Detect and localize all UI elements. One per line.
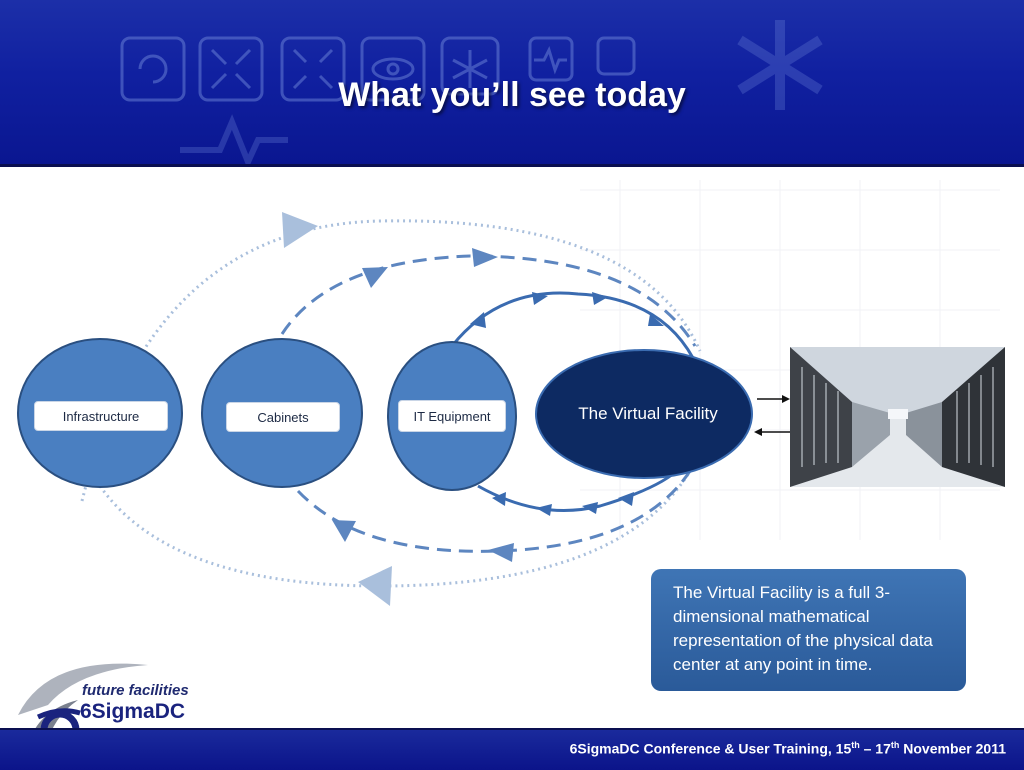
expand-icon [280, 36, 346, 102]
inner-arrow-4 [648, 314, 664, 326]
inner-loop-bottom [477, 466, 682, 512]
logo-brand: 6SigmaDC [80, 700, 186, 723]
middle-loop-top [280, 254, 697, 347]
logo-tagline: future facilities [82, 682, 189, 699]
refresh-icon [120, 36, 186, 102]
header-icons-decoration [120, 20, 823, 166]
eye-icon [360, 36, 426, 102]
thermo-icon [596, 36, 636, 76]
data-center-photo [790, 347, 1005, 487]
footer-text-prefix: 6SigmaDC Conference & User Training, 15 [569, 740, 852, 757]
snowflake-icon [440, 36, 500, 96]
cabinets-label: Cabinets [226, 402, 340, 432]
header-divider [0, 164, 1024, 167]
outer-loop-top [80, 219, 702, 502]
inner-arrow-3 [592, 292, 608, 305]
middle-arrow-2 [472, 248, 498, 267]
middle-loop-bottom [296, 470, 692, 553]
export-arrow-head [782, 395, 790, 403]
inner-arrow-5 [492, 492, 506, 506]
description-callout: The Virtual Facility is a full 3-dimensi… [651, 569, 966, 691]
inner-arrow-8 [618, 492, 634, 506]
virtual-facility-label: The Virtual Facility [578, 404, 718, 423]
infrastructure-label: Infrastructure [34, 401, 168, 431]
import-arrow-head [754, 428, 762, 436]
refresh-icon-arrow [138, 54, 168, 84]
middle-arrow-3 [332, 520, 356, 542]
inner-arrow-1 [470, 312, 486, 328]
pulse-icon [528, 36, 574, 82]
page-title: What you’ll see today [338, 76, 686, 114]
data-center-aisle-image [790, 347, 1005, 487]
footer-text-suffix: November 2011 [899, 740, 1006, 757]
footer-sup-2: th [890, 740, 900, 750]
footer-sup-1: th [851, 740, 860, 750]
large-snowflake-icon [737, 20, 823, 110]
compress-icon [198, 36, 264, 102]
inner-arrow-2 [532, 292, 548, 305]
outer-loop-bottom [98, 470, 692, 588]
workflow-diagram [17, 212, 790, 606]
it-equipment-label: IT Equipment [398, 400, 506, 432]
virtual-facility-node [535, 349, 753, 479]
footer-bar: 6SigmaDC Conference & User Training, 15t… [0, 728, 1024, 770]
large-pulse-icon [180, 114, 288, 166]
inner-arrow-7 [582, 502, 598, 514]
footer-text-middle: – 17 [859, 740, 891, 757]
middle-arrow-1 [362, 267, 388, 288]
middle-arrow-4 [488, 543, 514, 562]
title-banner: What you’ll see today [0, 0, 1024, 166]
inner-arrow-6 [536, 504, 552, 516]
outer-arrow-top [282, 212, 318, 248]
outer-arrow-bottom [358, 566, 392, 606]
footer-event-text: 6SigmaDC Conference & User Training, 15t… [570, 740, 1006, 757]
